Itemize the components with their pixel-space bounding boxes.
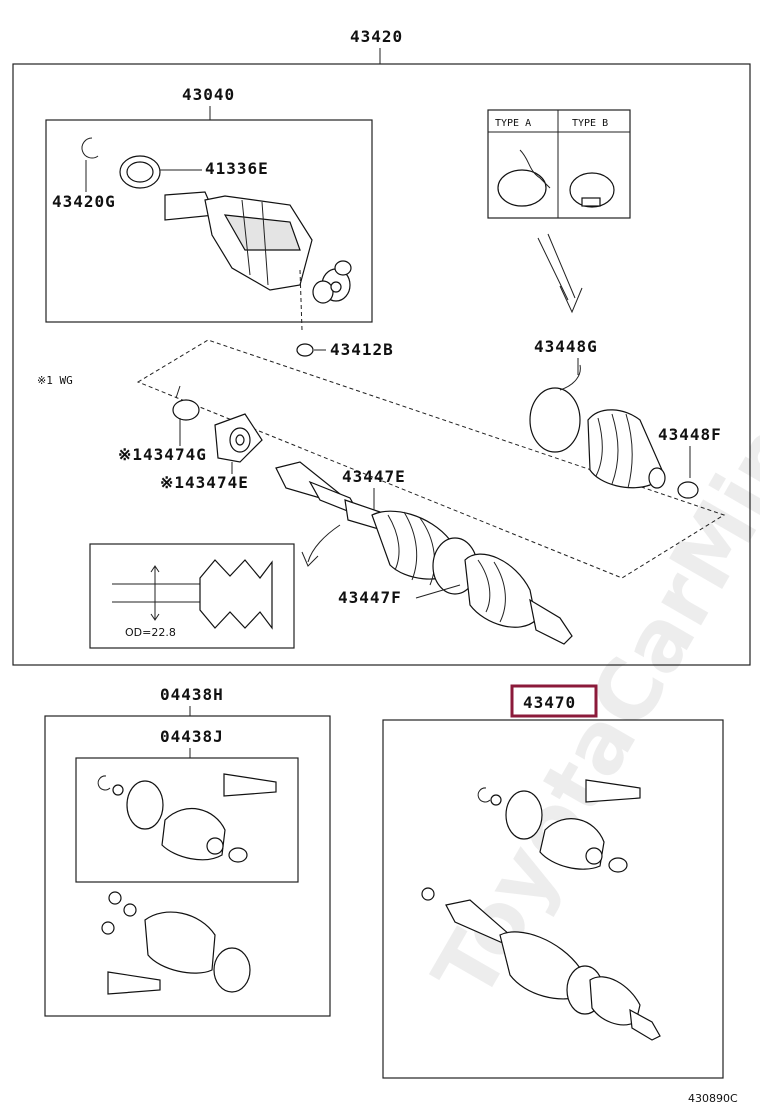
clamp-small-part[interactable] (677, 481, 699, 499)
leader-43447F (415, 584, 461, 599)
label-od-note: OD=22.8 (125, 626, 176, 639)
detail-pointer-icon (301, 524, 341, 567)
label-type-a: TYPE A (495, 118, 531, 129)
label-43447E[interactable]: 43447E (342, 467, 406, 486)
diagram-code: 430890C (688, 1092, 738, 1105)
highlight-43470 (510, 684, 598, 718)
clamp-type-frame (487, 109, 631, 219)
inner-joint-housing[interactable] (164, 191, 313, 291)
top-assembly-frame (12, 63, 751, 666)
label-43040[interactable]: 43040 (182, 85, 235, 104)
watermark-text: ToyotaCarMine.ru (414, 243, 760, 1015)
clamp-type-b-part[interactable] (569, 172, 615, 208)
label-43447F[interactable]: 43447F (338, 588, 402, 607)
snap-ring-part[interactable] (81, 137, 99, 159)
outboard-joint-on-shaft[interactable] (464, 553, 573, 645)
shaft-assy-boot-kit[interactable] (477, 779, 641, 873)
label-wg-note: ※1 WG (37, 374, 73, 387)
kit-j-parts[interactable] (97, 773, 277, 863)
clip-43412B-part[interactable] (296, 343, 314, 357)
label-43420G[interactable]: 43420G (52, 192, 116, 211)
drive-shaft-part[interactable] (275, 461, 383, 531)
label-43420[interactable]: 43420 (350, 27, 403, 46)
dashed-guide-1 (299, 269, 303, 331)
boot-kit-dashed-frame (136, 339, 726, 579)
shaft-assy-drive-shaft[interactable] (421, 887, 661, 1041)
shaft-assy-frame (382, 719, 724, 1079)
kit-h-frame (44, 715, 331, 1017)
label-43474E[interactable]: ※143474E (160, 473, 249, 492)
inboard-boot-on-shaft[interactable] (371, 510, 478, 595)
clamp-large-part[interactable] (529, 364, 581, 453)
damper-clamp-part[interactable] (172, 385, 200, 421)
clamp-type-a-part[interactable] (497, 149, 551, 207)
label-43412B[interactable]: 43412B (330, 340, 394, 359)
label-43470[interactable]: 43470 (523, 693, 576, 712)
od-detail-frame (89, 543, 295, 649)
kit-j-frame (75, 757, 299, 883)
label-41336E[interactable]: 41336E (205, 159, 269, 178)
od-detail-boot-part[interactable] (112, 559, 273, 630)
tripod-part[interactable] (312, 260, 352, 304)
label-type-b: TYPE B (572, 118, 608, 129)
callout-arrow-icon (537, 233, 583, 314)
label-43474G[interactable]: ※143474G (118, 445, 207, 464)
inner-joint-frame (45, 119, 373, 323)
label-43448F[interactable]: 43448F (658, 425, 722, 444)
label-04438H[interactable]: 04438H (160, 685, 224, 704)
kit-h-parts[interactable] (101, 891, 251, 995)
seal-ring-inner (126, 161, 154, 183)
label-43448G[interactable]: 43448G (534, 337, 598, 356)
label-04438J[interactable]: 04438J (160, 727, 224, 746)
outboard-boot-part[interactable] (587, 409, 666, 489)
damper-part[interactable] (214, 413, 263, 463)
